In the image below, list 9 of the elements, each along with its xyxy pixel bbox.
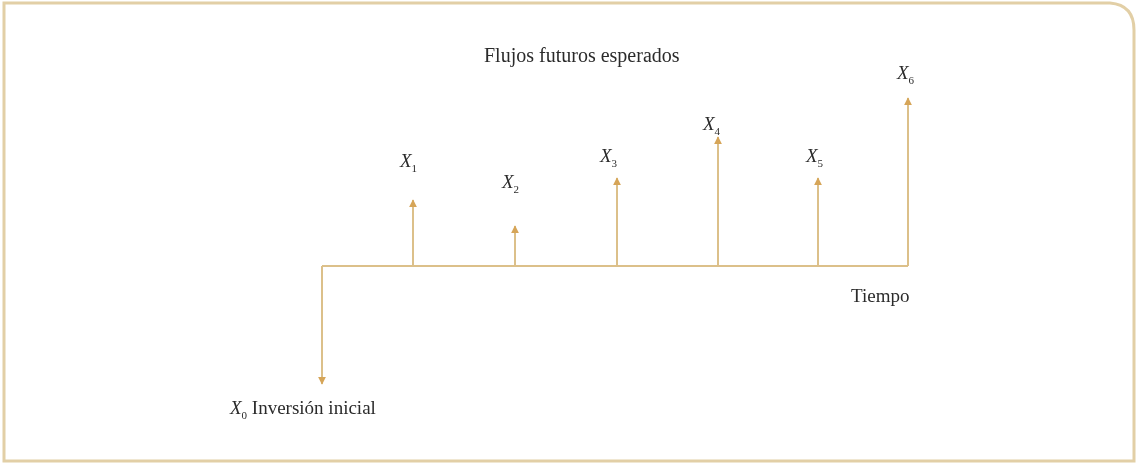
- axis-label: Tiempo: [851, 285, 910, 307]
- flow-label: X$_{5}$: [806, 145, 824, 169]
- flow-label: X$_{4}$: [703, 113, 721, 137]
- flow-label: X$_{3}$: [600, 145, 618, 169]
- flow-label: X$_{1}$: [400, 150, 418, 174]
- title-text: Flujos futuros esperados: [484, 44, 680, 67]
- flow-label: X$_{6}$: [897, 62, 915, 86]
- initial-investment-label: X$_{0}$ Inversión inicial: [230, 397, 376, 421]
- flow-label: X$_{2}$: [502, 171, 520, 195]
